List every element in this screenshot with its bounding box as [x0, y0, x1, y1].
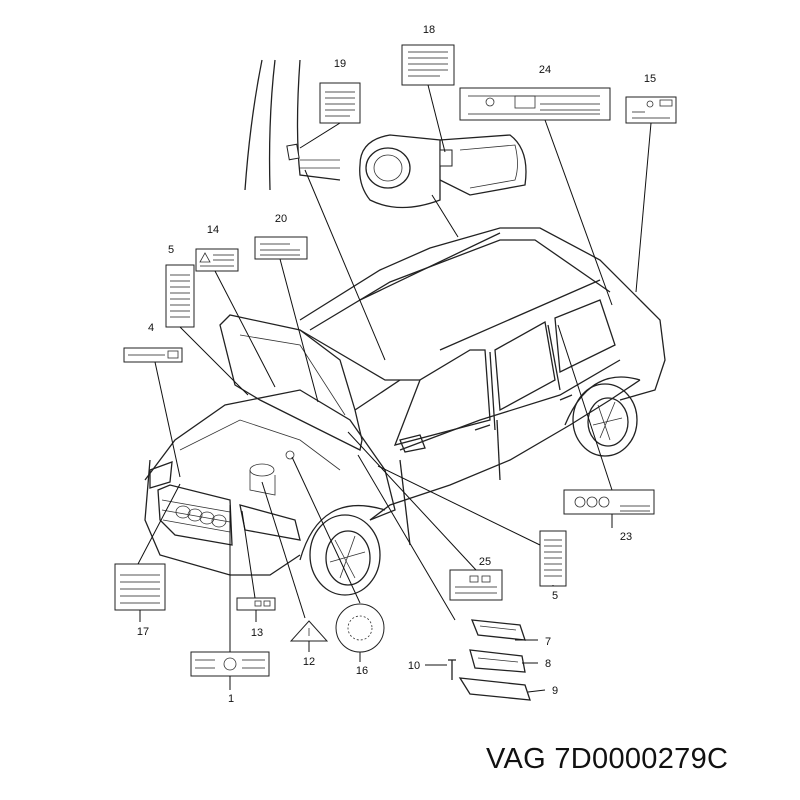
label-17-drawing	[114, 563, 166, 611]
callout-numbers: 1 4 5 5 7 8 9 10 12 13 14 15 16 17 18 19…	[137, 24, 656, 705]
warning-triangle-icon	[289, 620, 329, 642]
callout-12: 12	[303, 656, 315, 668]
callout-13: 13	[251, 627, 263, 639]
callout-16: 16	[356, 665, 368, 677]
part-number-caption: VAG 7D0000279C	[486, 743, 729, 775]
label-25-drawing	[449, 569, 503, 601]
leader-lines	[137, 84, 652, 693]
label-14-drawing	[195, 248, 239, 272]
label-5-left-drawing	[165, 264, 195, 328]
car-outline	[144, 227, 666, 596]
label-13-drawing	[236, 597, 276, 611]
callout-20: 20	[275, 213, 287, 225]
callout-10: 10	[408, 660, 420, 672]
callout-17: 17	[137, 626, 149, 638]
label-4-drawing	[123, 347, 183, 363]
fuel-door-inset	[359, 134, 527, 209]
label-16-drawing	[335, 603, 385, 653]
label-20-drawing	[254, 236, 308, 260]
label-19-drawing	[319, 82, 361, 124]
callout-24: 24	[539, 64, 551, 76]
callout-9: 9	[552, 685, 558, 697]
pillar-inset	[244, 59, 341, 191]
callout-5-right: 5	[552, 590, 558, 602]
label-5-right-drawing	[539, 530, 567, 587]
label-23-drawing	[563, 489, 655, 515]
bracket-parts-drawing	[448, 619, 531, 701]
callout-5-left: 5	[168, 244, 174, 256]
callout-7: 7	[545, 636, 551, 648]
callout-23: 23	[620, 531, 632, 543]
callout-4: 4	[148, 322, 154, 334]
callout-1: 1	[228, 693, 234, 705]
label-1-drawing	[190, 651, 270, 677]
label-15-drawing	[625, 96, 677, 124]
callout-18: 18	[423, 24, 435, 36]
label-24-drawing	[459, 87, 611, 121]
callout-15: 15	[644, 73, 656, 85]
label-18-drawing	[401, 44, 455, 86]
callout-19: 19	[334, 58, 346, 70]
callout-25: 25	[479, 556, 491, 568]
callout-8: 8	[545, 658, 551, 670]
callout-14: 14	[207, 224, 219, 236]
